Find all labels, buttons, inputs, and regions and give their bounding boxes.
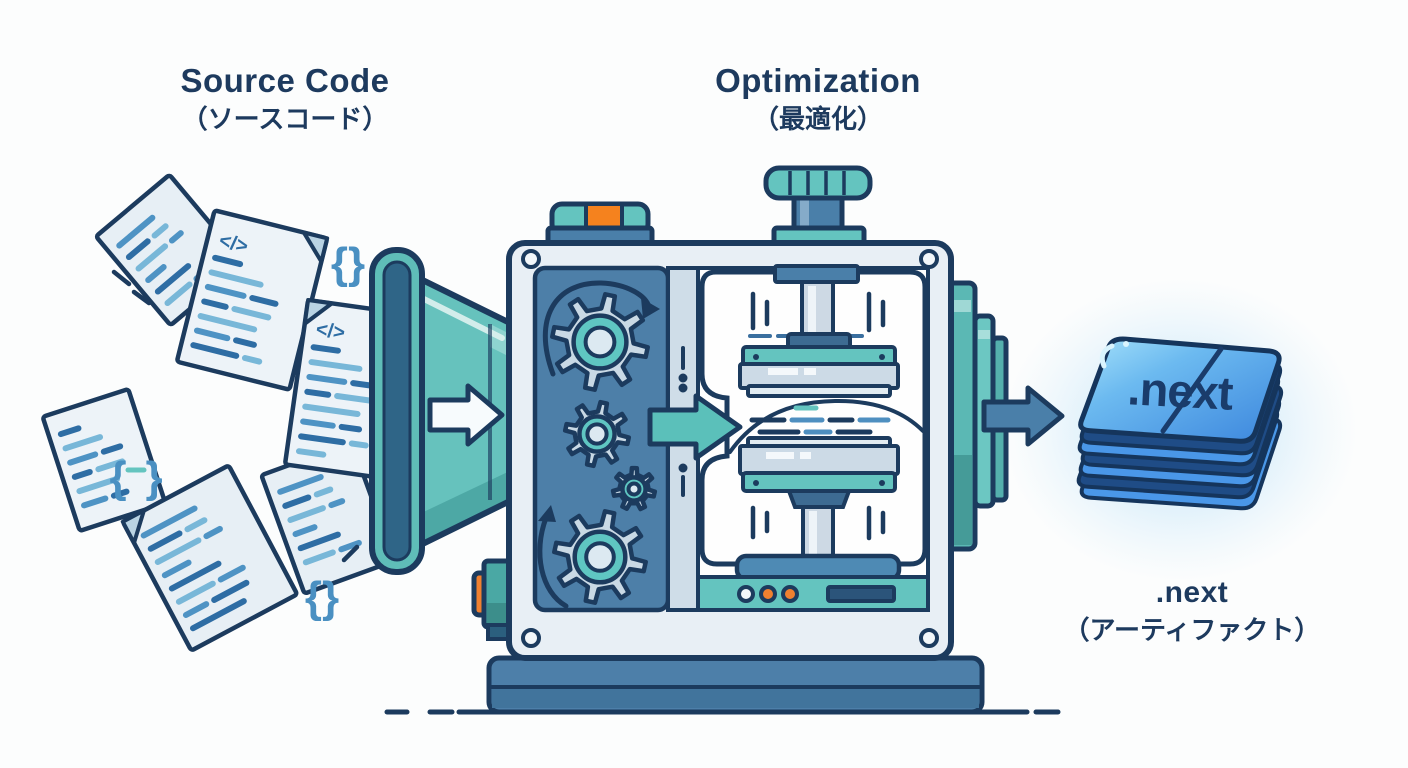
frame-screws	[521, 249, 939, 648]
stage-label-source: Source Code （ソースコード）	[90, 62, 480, 135]
stage-label-artifact: .next （アーティファクト）	[1002, 576, 1382, 645]
gear-icon	[552, 509, 648, 605]
gear-icon	[562, 399, 632, 469]
input-arrow-icon	[427, 383, 505, 447]
output-arrow-icon	[981, 385, 1065, 447]
nextjs-slash	[1160, 346, 1224, 434]
artifact-stack: .next	[1076, 339, 1284, 511]
stage-label-optimization-en: Optimization	[715, 62, 921, 99]
stage-label-artifact-jp: （アーティファクト）	[1063, 614, 1321, 645]
press-icon	[734, 264, 902, 582]
gear-icon	[550, 292, 650, 392]
card-highlight	[1099, 343, 1115, 369]
build-machine	[471, 165, 1009, 661]
gear-rotation-arrows	[537, 280, 660, 609]
code-document	[120, 464, 299, 652]
indicator-light	[545, 201, 655, 249]
artifact-stack-label: .next	[1126, 361, 1235, 419]
braces-glyph: {}	[305, 573, 339, 622]
control-strip	[696, 575, 930, 612]
folded-corner	[302, 298, 334, 326]
stage-label-optimization: Optimization （最適化）	[620, 62, 1016, 135]
code-document: </>	[175, 208, 330, 392]
stage-label-artifact-en: .next	[1155, 576, 1229, 609]
stage-label-optimization-jp: （最適化）	[752, 103, 883, 134]
control-dots	[737, 585, 799, 603]
braces-glyph: {}	[331, 239, 365, 288]
brace-open-glyph: {	[109, 453, 126, 502]
control-slot	[826, 585, 896, 603]
stage-label-source-jp: （ソースコード）	[181, 103, 389, 134]
machine-base-pedestal	[486, 655, 985, 715]
stage-label-source-en: Source Code	[180, 62, 390, 99]
code-tag-glyph: </>	[315, 319, 347, 345]
folded-corner	[301, 230, 330, 264]
process-arrow-icon	[647, 393, 743, 461]
chamber-border	[699, 269, 928, 567]
motion-ticks	[750, 291, 886, 541]
funnel	[369, 247, 515, 575]
code-document	[41, 387, 167, 533]
gear-icon	[610, 465, 658, 512]
pressure-dashes	[748, 334, 891, 435]
curly-brace-decorations: {} { } {}	[109, 239, 365, 622]
press-screw	[763, 165, 873, 249]
folded-corner	[120, 508, 146, 545]
motion-dashes	[111, 269, 360, 563]
divider-marks	[678, 346, 688, 497]
brace-close-glyph: }	[145, 453, 162, 502]
gear-cluster	[550, 292, 658, 605]
